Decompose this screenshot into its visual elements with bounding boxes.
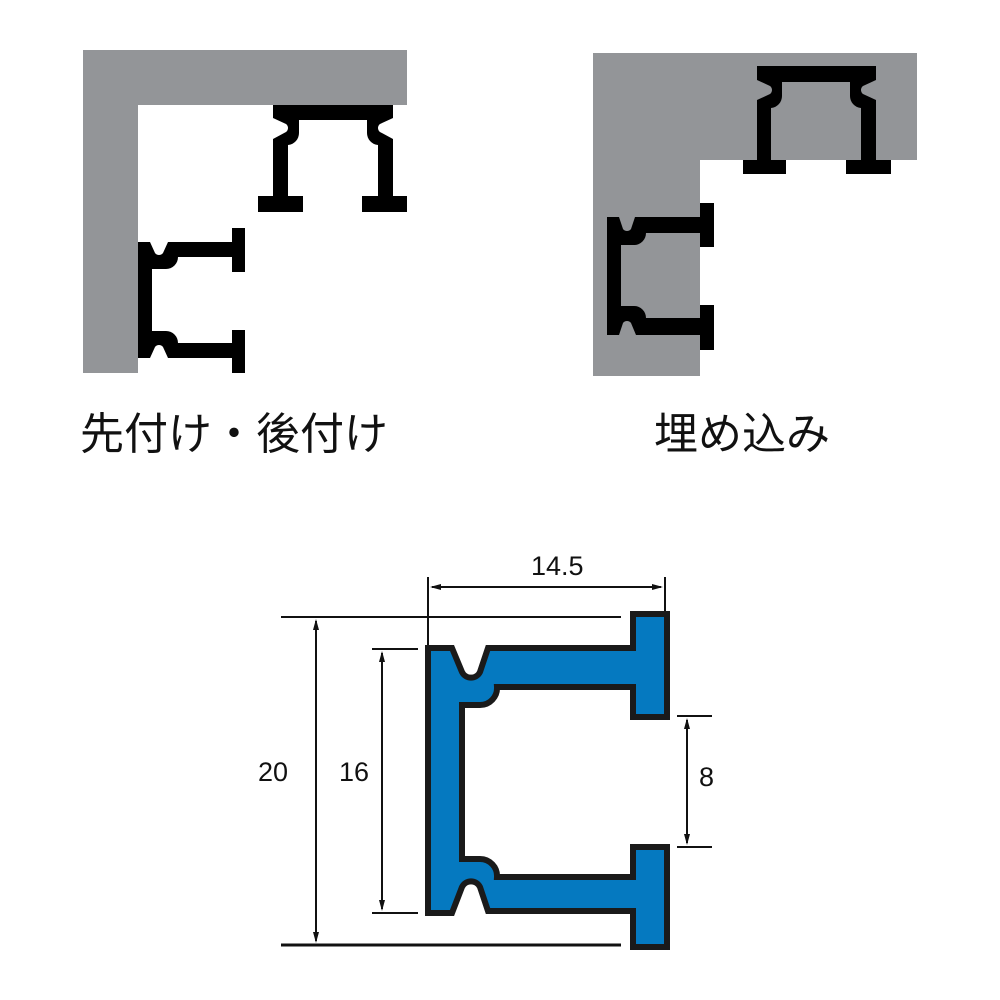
dimension-arrows — [313, 584, 690, 943]
wall-recess-right — [593, 53, 917, 376]
ceiling-profile-left — [258, 105, 407, 212]
wall-profile-left — [138, 228, 245, 373]
dimension-opening-label: 8 — [699, 762, 715, 792]
ceiling-profile-right — [743, 66, 891, 174]
aluminum-profile — [425, 611, 670, 950]
wall-profile-right — [607, 203, 714, 350]
dimension-body-height-label: 16 — [339, 757, 370, 787]
dimension-width-label: 14.5 — [531, 551, 584, 581]
wall-corner-left — [83, 50, 407, 373]
recessed-panel — [593, 53, 917, 376]
dimension-total-height-label: 20 — [258, 757, 289, 787]
dimension-lines — [281, 577, 712, 947]
caption-recessed: 埋め込み — [654, 409, 830, 460]
profile-detail — [281, 577, 712, 950]
surface-mount-panel — [83, 50, 407, 373]
caption-surface-mount: 先付け・後付け — [80, 409, 388, 460]
